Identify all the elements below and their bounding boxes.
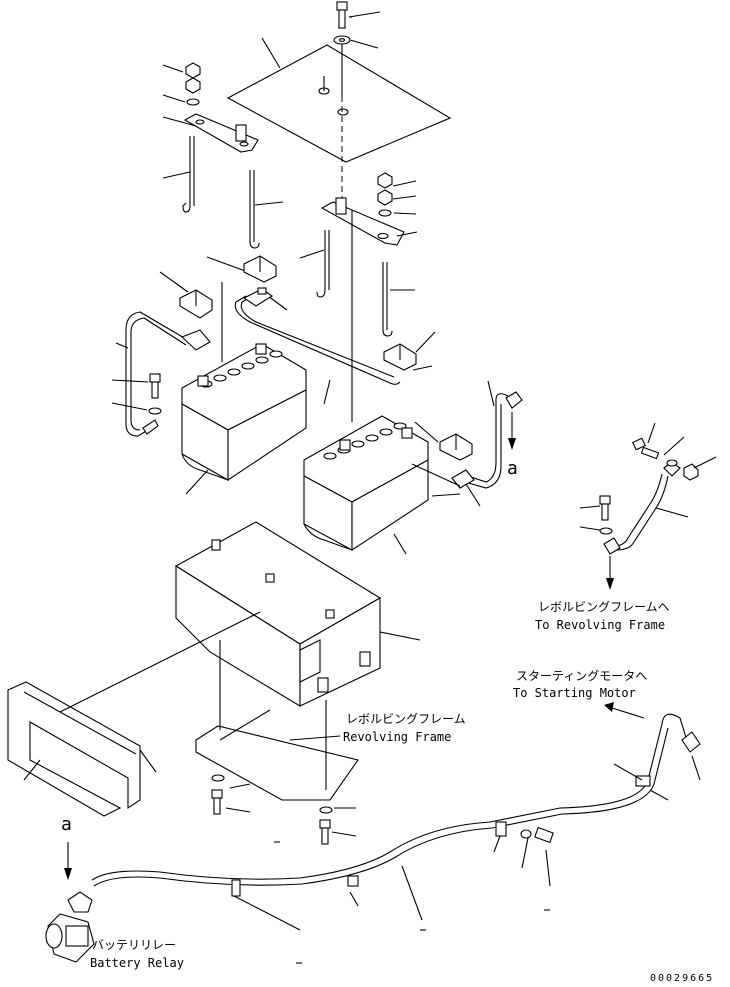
cable-connectors — [179, 255, 473, 461]
battery-frame-bracket — [7, 681, 157, 817]
arrow-label-a-right: a — [507, 458, 518, 479]
starting-motor-label-jp: スターティングモータへ — [516, 669, 648, 683]
frame-ground-cable — [579, 422, 717, 555]
revolving-frame-label-jp-2: レボルビングフレーム — [346, 712, 466, 726]
battery-relay — [45, 891, 95, 963]
part-marks — [274, 841, 550, 964]
relay-cable-lower — [91, 713, 701, 931]
right-battery — [303, 379, 429, 555]
revolving-frame-label-en-2: Revolving Frame — [343, 730, 452, 744]
battery-cover-plate — [226, 44, 452, 163]
left-ground-cable — [111, 311, 211, 437]
right-hold-down-bracket — [316, 172, 405, 337]
drawing-number: 00029665 — [650, 973, 715, 984]
revolving-frame-label-jp-1: レボルビングフレームへ — [538, 600, 670, 614]
revolving-frame-label-en-1: To Revolving Frame — [535, 618, 666, 632]
left-battery — [181, 343, 307, 495]
arrow-down-icon — [64, 842, 72, 880]
arrow-left-icon — [604, 702, 645, 719]
arrow-down-icon — [606, 556, 614, 590]
arrow-down-icon — [508, 412, 516, 450]
battery-relay-label-en: Battery Relay — [90, 956, 184, 970]
battery-base-plate — [59, 611, 359, 845]
leader-lines — [159, 11, 436, 371]
arrow-label-a-left: a — [61, 814, 72, 835]
battery-relay-label-jp: バッテリリレー — [92, 938, 177, 952]
battery-link-cable — [221, 210, 401, 422]
battery-tray — [174, 521, 421, 707]
left-hold-down-bracket — [182, 62, 260, 249]
cover-bolt — [333, 1, 351, 200]
starting-motor-label-en: To Starting Motor — [513, 686, 636, 700]
relay-cable-upper — [411, 380, 523, 507]
